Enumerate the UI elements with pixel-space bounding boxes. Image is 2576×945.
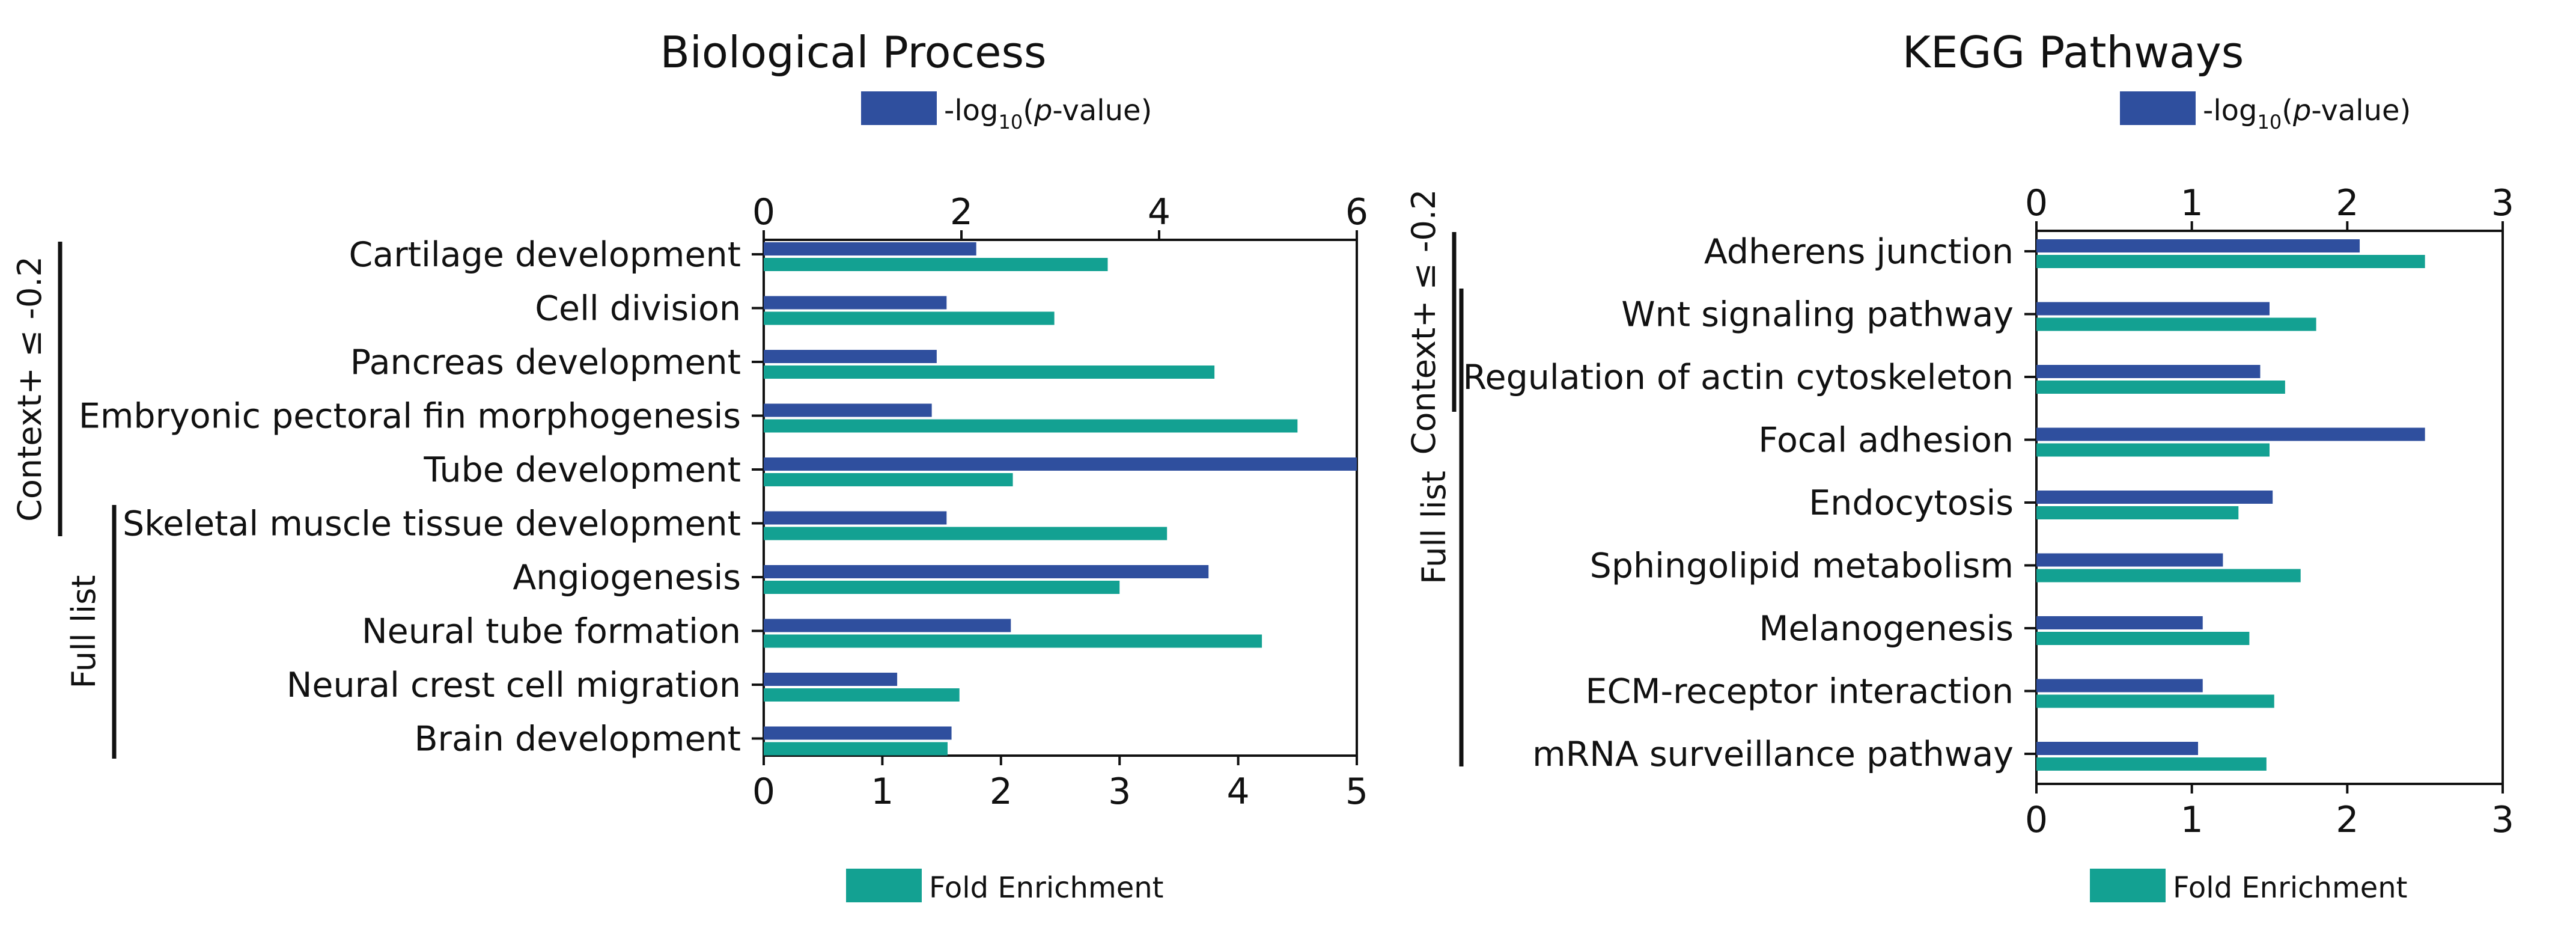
category-label: Cell division: [535, 289, 741, 329]
category-label: Melanogenesis: [1759, 609, 2014, 649]
category-label: Tube development: [423, 450, 741, 490]
group-bracket-label: Context+ ≤ -0.2: [1405, 189, 1443, 455]
category-label: Wnt signaling pathway: [1621, 295, 2014, 335]
bp-chart: Biological Process -log10(p-value) Fold En…: [11, 27, 1368, 905]
legend-label-fold: Fold Enrichment: [929, 871, 1164, 905]
fold-enrichment-bar: [764, 742, 948, 756]
category-label: Neural crest cell migration: [287, 665, 741, 705]
legend-label-pvalue: -log10(p-value): [944, 94, 1152, 133]
kegg-chart: KEGG Pathways -log10(p-value) Fold Enrichm…: [1405, 27, 2514, 905]
group-bracket-label: Full list: [65, 575, 103, 689]
group-bracket-label: Context+ ≤ -0.2: [11, 256, 49, 522]
top-axis-tick-label: 0: [2025, 182, 2048, 224]
fold-enrichment-bar: [2036, 694, 2274, 708]
legend-label-fold: Fold Enrichment: [2173, 871, 2408, 905]
group-bracket-label: Full list: [1415, 471, 1453, 584]
pvalue-bar: [2036, 616, 2203, 629]
fold-enrichment-bar: [2036, 381, 2285, 394]
bottom-axis-tick-label: 3: [1108, 771, 1131, 813]
pvalue-bar: [764, 565, 1209, 578]
bottom-axis-tick-label: 4: [1227, 771, 1250, 813]
fold-enrichment-bar: [2036, 569, 2301, 583]
fold-enrichment-bar: [764, 527, 1168, 540]
plot-frame: [763, 239, 1358, 757]
legend-label-pvalue: -log10(p-value): [2203, 94, 2411, 133]
category-label: Neural tube formation: [362, 612, 741, 652]
legend-swatch-fold: [2090, 869, 2166, 902]
bottom-axis-tick-label: 1: [2181, 799, 2203, 841]
pvalue-bar: [2036, 679, 2203, 693]
pvalue-bar: [764, 296, 947, 310]
fold-enrichment-bar: [2036, 443, 2270, 457]
pvalue-bar: [2036, 239, 2360, 252]
fold-enrichment-bar: [2036, 317, 2316, 331]
fold-enrichment-bar: [2036, 632, 2250, 645]
legend-swatch-pvalue: [861, 91, 937, 125]
category-label: Focal adhesion: [1758, 421, 2014, 460]
category-label: Angiogenesis: [513, 558, 741, 598]
bottom-axis-tick-label: 2: [990, 771, 1012, 813]
pvalue-bar: [2036, 742, 2199, 755]
pvalue-bar: [764, 350, 937, 363]
category-label: Embryonic pectoral fin morphogenesis: [79, 397, 741, 436]
bottom-axis-tick-label: 5: [1345, 771, 1368, 813]
top-axis-tick-label: 4: [1148, 191, 1171, 233]
chart-title: KEGG Pathways: [1902, 27, 2244, 78]
pvalue-bar: [764, 511, 947, 525]
fold-enrichment-bar: [764, 634, 1262, 648]
category-label: Endocytosis: [1809, 483, 2014, 523]
pvalue-bar: [2036, 491, 2273, 504]
fold-enrichment-bar: [2036, 757, 2267, 771]
fold-enrichment-bar: [2036, 506, 2239, 519]
fold-enrichment-bar: [764, 419, 1298, 433]
pvalue-bar: [764, 403, 932, 417]
bottom-axis-tick-label: 0: [2025, 799, 2048, 841]
category-label: Brain development: [414, 720, 741, 759]
pvalue-bar: [764, 457, 1357, 471]
pvalue-bar: [764, 673, 898, 686]
legend-swatch-fold: [846, 869, 922, 902]
category-label: Sphingolipid metabolism: [1590, 546, 2014, 586]
pvalue-bar: [2036, 427, 2425, 441]
pvalue-bar: [764, 726, 952, 740]
legend-swatch-pvalue: [2120, 91, 2196, 125]
pvalue-bar: [2036, 365, 2261, 378]
category-label: Skeletal muscle tissue development: [123, 504, 741, 544]
top-axis-tick-label: 0: [752, 191, 775, 233]
bottom-axis-tick-label: 0: [752, 771, 775, 813]
category-label: Adherens junction: [1704, 232, 2014, 272]
bottom-axis-tick-label: 3: [2491, 799, 2514, 841]
top-axis-tick-label: 6: [1345, 191, 1368, 233]
pvalue-bar: [764, 619, 1011, 632]
category-label: Cartilage development: [349, 235, 741, 275]
fold-enrichment-bar: [764, 473, 1013, 486]
category-label: Regulation of actin cytoskeleton: [1463, 358, 2014, 397]
chart-title: Biological Process: [660, 27, 1047, 78]
category-label: mRNA surveillance pathway: [1532, 735, 2014, 774]
category-label: Pancreas development: [350, 343, 741, 382]
fold-enrichment-bar: [764, 311, 1055, 325]
category-label: ECM-receptor interaction: [1586, 672, 2014, 712]
fold-enrichment-bar: [764, 365, 1215, 379]
fold-enrichment-bar: [764, 581, 1120, 594]
fold-enrichment-bar: [2036, 255, 2425, 268]
top-axis-tick-label: 2: [950, 191, 973, 233]
fold-enrichment-bar: [764, 258, 1108, 271]
pvalue-bar: [2036, 553, 2223, 567]
top-axis-tick-label: 1: [2181, 182, 2203, 224]
fold-enrichment-bar: [764, 688, 960, 702]
top-axis-tick-label: 3: [2491, 182, 2514, 224]
bottom-axis-tick-label: 1: [871, 771, 894, 813]
pvalue-bar: [764, 242, 976, 255]
top-axis-tick-label: 2: [2336, 182, 2358, 224]
bottom-axis-tick-label: 2: [2336, 799, 2358, 841]
pvalue-bar: [2036, 302, 2270, 316]
